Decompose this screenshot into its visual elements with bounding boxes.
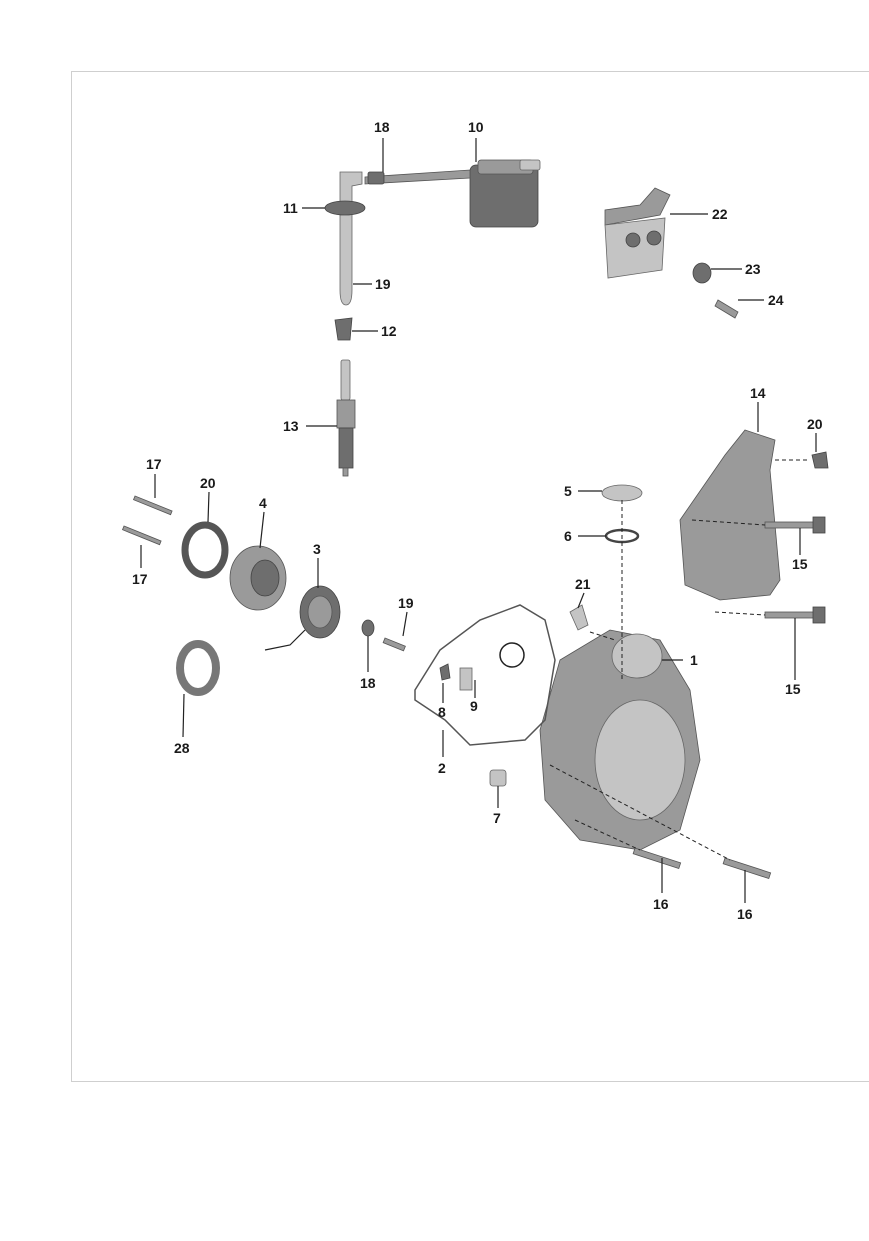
part-28-gear: [176, 640, 220, 696]
callout-26: 23: [745, 261, 761, 277]
part-5-cap: [601, 484, 643, 502]
part-11-seal: [324, 200, 366, 216]
callout-20: 20: [200, 475, 216, 491]
callout-6: 6: [564, 528, 572, 544]
callout-11: 11: [283, 200, 298, 216]
callout-27: 24: [768, 292, 784, 308]
part-19-bolt: [382, 637, 406, 652]
part-20-clutch: [181, 521, 229, 579]
callout-1: 1: [690, 652, 698, 668]
part-22-plug-cap: [339, 171, 363, 306]
callout-25: 22: [712, 206, 728, 222]
callout-17-upper: 17: [146, 456, 162, 472]
callout-4: 4: [259, 495, 267, 511]
leader-lines: [140, 138, 817, 903]
part-21-connector: [367, 171, 385, 185]
callout-15-lower: 15: [785, 681, 801, 697]
callout-22: 19: [375, 276, 391, 292]
callout-14: 14: [750, 385, 766, 401]
callout-21: 18: [374, 119, 390, 135]
part-24-plug: [569, 604, 589, 631]
part-16-bolt-a: [632, 847, 682, 870]
assembly-lines: [549, 459, 810, 861]
part-9-guide: [459, 667, 473, 691]
part-21-lead-wire: [364, 169, 471, 185]
callout-3: 3: [313, 541, 321, 557]
part-18-washer: [361, 619, 375, 637]
callout-9: 9: [470, 698, 478, 714]
callout-7: 7: [493, 810, 501, 826]
diagram-frame: [71, 71, 869, 1082]
callout-16-right: 16: [737, 906, 753, 922]
part-13-spark-plug: [336, 359, 356, 477]
part-17-bolt-a: [132, 495, 173, 516]
callout-12: 12: [381, 323, 397, 339]
part-1-generator-cover: [539, 629, 701, 851]
part-26-grommet: [692, 262, 712, 284]
callout-16-left: 16: [653, 896, 669, 912]
part-12-boot: [334, 317, 353, 341]
part-16-bolt-b: [722, 857, 772, 880]
part-15-bolts: [764, 516, 826, 624]
part-3-stator: [264, 585, 341, 651]
part-4-rotor: [229, 545, 287, 611]
part-17-bolt-b: [121, 525, 162, 546]
callout-17-lower: 17: [132, 571, 148, 587]
callout-28: 28: [174, 740, 190, 756]
part-14-sprocket-cover: [679, 429, 781, 601]
part-8-clip: [439, 663, 451, 681]
part-27-bolt: [714, 299, 739, 319]
callout-15-upper: 15: [792, 556, 808, 572]
part-2-gasket: [414, 604, 556, 746]
part-23-screw: [811, 451, 829, 469]
gasket-highlight: [499, 642, 525, 668]
callout-19: 19: [398, 595, 414, 611]
callout-24: 21: [575, 576, 591, 592]
callouts: 18 10 11 19 12 13 22 23 24 14 20 15 15 5…: [132, 119, 823, 922]
callout-10: 10: [468, 119, 484, 135]
part-10-ignition-coil: [469, 159, 541, 228]
callout-8: 8: [438, 704, 446, 720]
part-7-dowel: [489, 769, 507, 787]
part-25-bracket: [604, 187, 671, 279]
callout-23: 20: [807, 416, 823, 432]
callout-2: 2: [438, 760, 446, 776]
callout-18: 18: [360, 675, 376, 691]
callout-13: 13: [283, 418, 299, 434]
callout-5: 5: [564, 483, 572, 499]
